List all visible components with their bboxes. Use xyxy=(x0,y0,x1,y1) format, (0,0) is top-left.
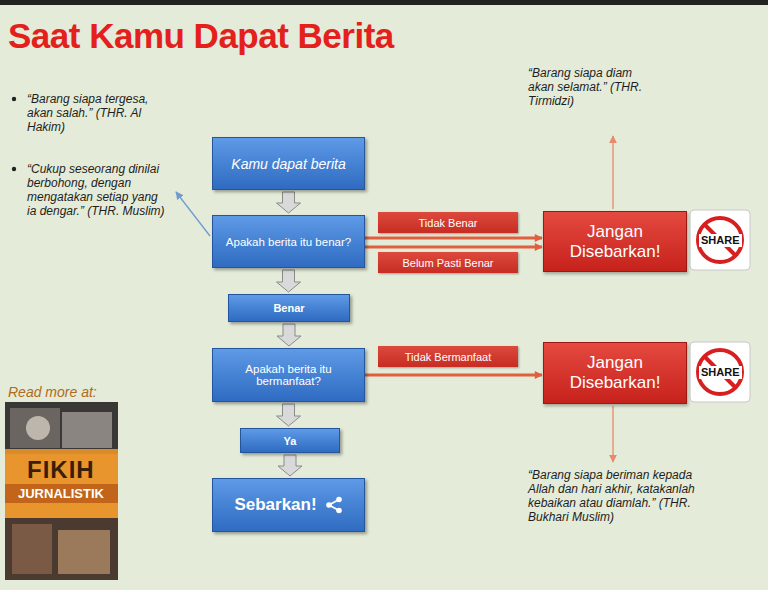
leader-line xyxy=(612,406,613,462)
book-cover xyxy=(5,484,118,503)
flow-arrow xyxy=(277,192,301,213)
box-text-group: Apakah berita itu benar? xyxy=(226,236,351,248)
hadith-quote: “Cukup seseorang dinilai berbohong, deng… xyxy=(27,162,167,218)
flow-arrow xyxy=(277,270,301,292)
flow-arrow xyxy=(365,374,542,377)
decision-box: Apakah berita itu bermanfaat? xyxy=(212,348,365,402)
book-cover xyxy=(12,524,52,574)
flow-arrow xyxy=(277,324,301,346)
result-box: Sebarkan! xyxy=(212,478,365,532)
flow-arrow xyxy=(277,404,301,426)
box-label: Jangan Disebarkan! xyxy=(552,353,678,393)
box-text-group: Ya xyxy=(284,435,297,447)
stop-box: Jangan Disebarkan! xyxy=(543,211,687,272)
edge-label: Belum Pasti Benar xyxy=(378,252,518,273)
box-text-group: Apakah berita itu bermanfaat? xyxy=(221,363,356,387)
book-title: JURNALISTIK xyxy=(18,486,104,501)
book-cover xyxy=(5,402,118,580)
book-cover xyxy=(5,454,118,518)
no-share-icon xyxy=(690,210,750,270)
box-text-group: Jangan Disebarkan! xyxy=(552,353,678,393)
book-cover xyxy=(10,408,60,448)
start-box: Kamu dapat berita xyxy=(212,137,365,190)
book-cover xyxy=(26,416,50,440)
box-text-group: Jangan Disebarkan! xyxy=(552,222,678,262)
no-share-icon xyxy=(698,350,742,394)
answer-box: Benar xyxy=(228,294,350,322)
share-icon xyxy=(336,497,342,503)
icon-text: SHARE xyxy=(699,366,742,379)
edge-label: Tidak Benar xyxy=(378,212,518,233)
read-more-note: Read more at: xyxy=(8,384,97,400)
icon-text: SHARE xyxy=(699,234,742,247)
no-share-icon xyxy=(698,218,742,262)
stop-box: Jangan Disebarkan! xyxy=(543,342,687,404)
top-bar xyxy=(0,0,768,5)
share-icon xyxy=(325,496,343,514)
box-label: Ya xyxy=(284,435,297,447)
book-title: FIKIH xyxy=(27,456,95,484)
hadith-quote: “Barang siapa beriman kepada Allah dan h… xyxy=(528,468,706,524)
flow-arrow xyxy=(278,455,302,476)
no-share-icon xyxy=(690,342,750,402)
hadith-quote: “Barang siapa tergesa, akan salah.” (THR… xyxy=(27,92,167,134)
hadith-quote: “Barang siapa diam akan selamat.” (THR. … xyxy=(528,66,653,108)
flow-arrow xyxy=(365,246,542,249)
box-label: Jangan Disebarkan! xyxy=(552,222,678,262)
flow-arrow xyxy=(365,237,542,240)
leader-line xyxy=(176,192,210,236)
book-cover xyxy=(62,412,112,448)
edge-label: Tidak Bermanfaat xyxy=(378,346,518,367)
book-cover xyxy=(5,449,118,454)
box-label: Apakah berita itu benar? xyxy=(226,236,351,248)
box-label: Benar xyxy=(273,302,304,314)
box-text-group: Benar xyxy=(273,302,304,314)
box-text-group: Sebarkan! xyxy=(234,495,316,515)
box-label: Apakah berita itu bermanfaat? xyxy=(221,363,356,387)
answer-box: Ya xyxy=(240,428,340,453)
diagram-title: Saat Kamu Dapat Berita xyxy=(8,16,394,56)
book-cover xyxy=(5,518,118,580)
decision-box: Apakah berita itu benar? xyxy=(212,215,365,268)
bullet xyxy=(12,97,16,101)
leader-line xyxy=(612,136,613,209)
box-label: Sebarkan! xyxy=(234,495,316,515)
book-cover xyxy=(58,530,110,574)
bullet xyxy=(12,167,16,171)
share-icon xyxy=(336,508,342,514)
box-label: Kamu dapat berita xyxy=(231,156,345,172)
box-text-group: Kamu dapat berita xyxy=(231,156,345,172)
share-icon xyxy=(326,502,332,508)
